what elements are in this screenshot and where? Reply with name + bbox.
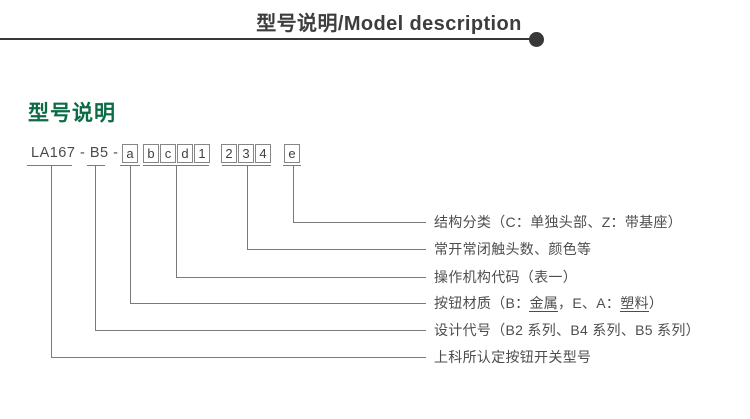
model-box: 2 [221,144,237,163]
model-prefix: LA167 - B5 - [31,145,119,161]
label-text-underlined: 塑料 [620,295,649,312]
model-box: c [160,144,176,163]
model-box: 1 [194,144,210,163]
leader-vertical-a [130,165,131,303]
label-text: 按钮材质（B： [434,295,530,311]
label-contact-count-color: 常开常闭触头数、颜色等 [434,241,592,257]
label-mechanism-code: 操作机构代码（表一） [434,269,577,285]
model-box: b [143,144,159,163]
label-button-material: 按钮材质（B：金属，E、A：塑料） [434,294,663,312]
leader-vertical-e [293,165,294,222]
leader-underline-b5 [87,165,105,166]
label-text: ） [648,295,664,311]
box-group-234: 2 3 4 [221,144,271,163]
box-group-bcd1: b c d 1 [143,144,210,163]
model-box: e [284,144,300,163]
leader-underline-la167 [27,165,72,166]
leader-vertical-b5 [95,165,96,330]
model-box: 3 [238,144,254,163]
leader-vertical-234 [247,165,248,249]
section-title: 型号说明 [28,102,116,125]
leader-vertical-la167 [51,165,52,357]
leader-horizontal-e [293,222,426,223]
label-design-code: 设计代号（B2 系列、B4 系列、B5 系列） [434,322,700,338]
leader-vertical-bcd1 [176,165,177,277]
label-text-underlined: 金属 [529,295,559,312]
model-box: 4 [255,144,271,163]
leader-horizontal-bcd1 [176,277,426,278]
leader-underline-e [283,165,301,166]
header-dot [529,32,544,47]
leader-horizontal-la167 [51,357,426,358]
leader-horizontal-234 [247,249,426,250]
leader-underline-234 [222,165,271,166]
model-box: a [122,144,138,163]
model-box: d [177,144,193,163]
page-title: 型号说明/Model description [256,13,522,35]
box-group-a: a [122,144,138,163]
box-group-e: e [284,144,300,163]
label-text: ，E、A： [558,295,621,311]
leader-horizontal-b5 [95,330,426,331]
label-approved-model: 上科所认定按钮开关型号 [434,349,592,365]
header-rule [0,38,532,40]
label-structure-category: 结构分类（C：单独头部、Z：带基座） [434,214,683,230]
leader-horizontal-a [130,303,426,304]
